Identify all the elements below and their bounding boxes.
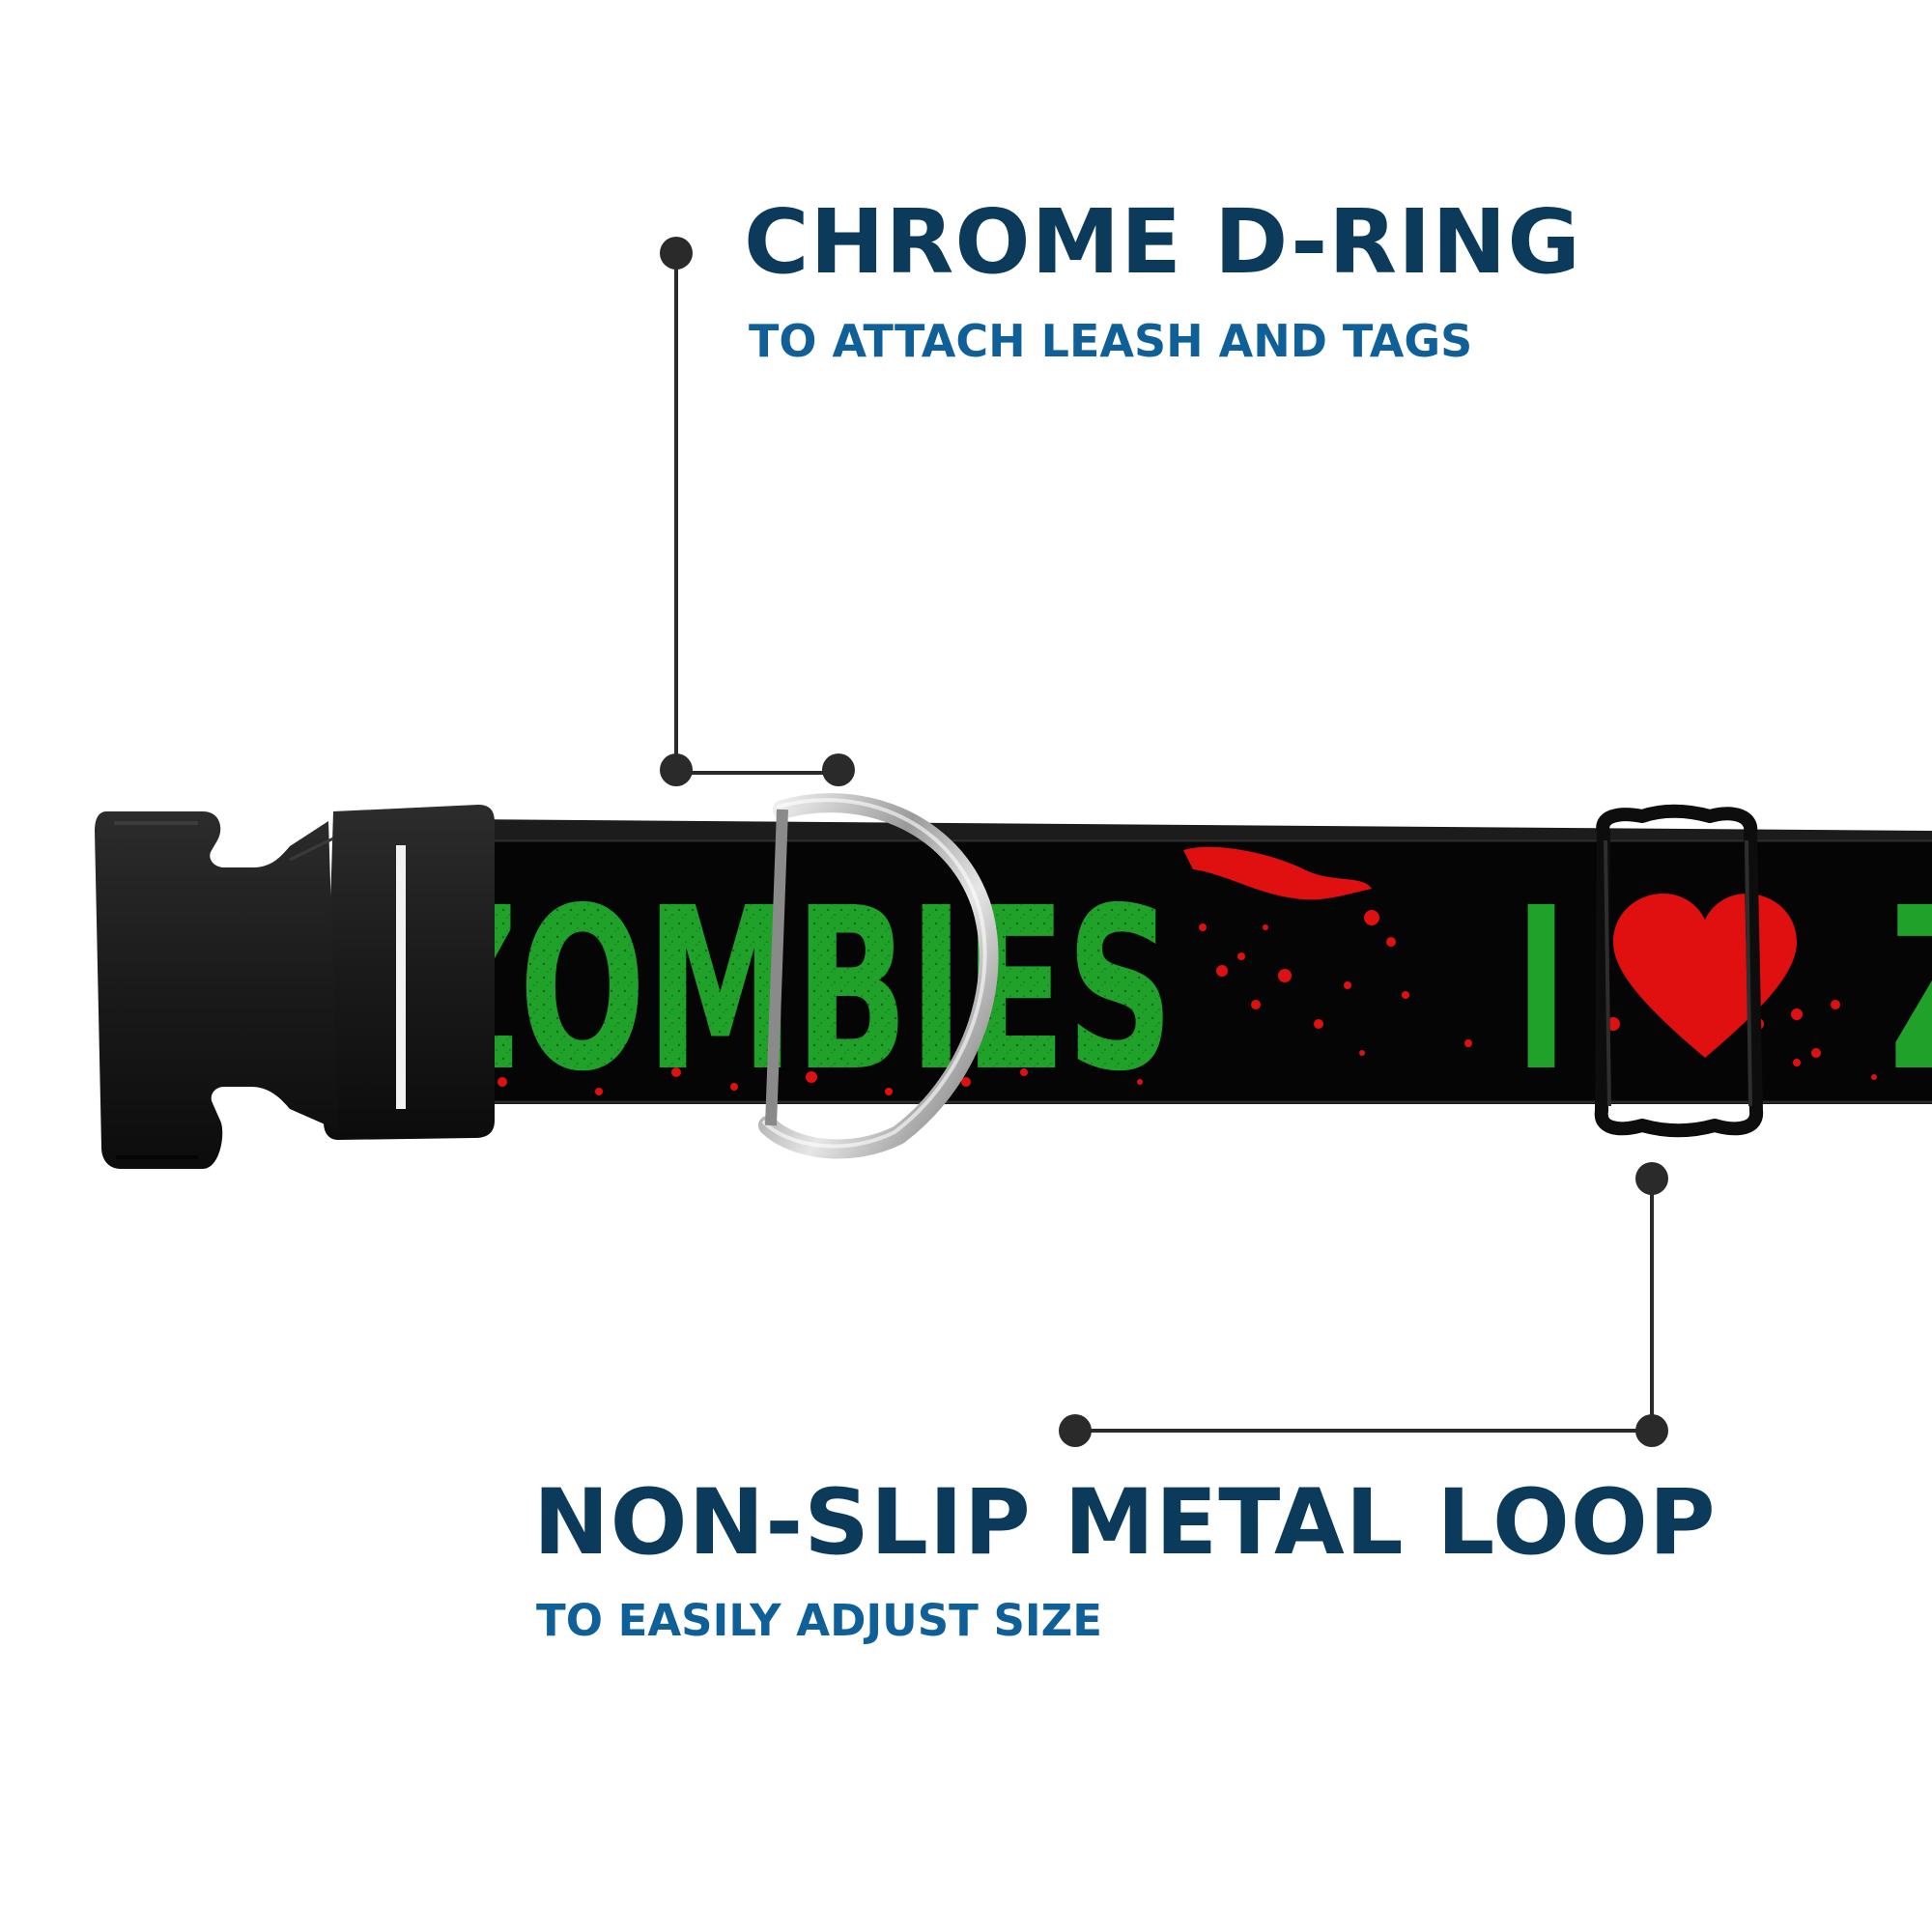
leader-dot — [1059, 1414, 1092, 1447]
loop-callout-subtitle: TO EASILY ADJUST SIZE — [536, 1595, 1103, 1646]
adjuster-loop — [1594, 804, 1764, 1138]
leader-dot — [660, 753, 693, 786]
leader-dot — [1635, 1414, 1668, 1447]
d-ring — [758, 793, 999, 1159]
blood-splatter — [458, 846, 1877, 1095]
d-ring-callout-title: CHROME D-RING — [744, 190, 1581, 294]
collar-print-word-texture: ZOMBIES — [411, 860, 1174, 1121]
leader-dot — [660, 237, 693, 270]
side-release-buckle — [95, 805, 495, 1169]
collar-print-letter: I — [1515, 860, 1568, 1121]
leader-dot — [822, 753, 855, 786]
loop-callout-title: NON-SLIP METAL LOOP — [533, 1470, 1717, 1576]
dring-leader — [660, 237, 855, 786]
collar-print-word: ZOMBIES — [411, 860, 1174, 1121]
loop-leader — [1059, 1162, 1668, 1447]
d-ring-callout-subtitle: TO ATTACH LEASH AND TAGS — [749, 315, 1473, 367]
leader-dot — [1635, 1162, 1668, 1195]
collar-strap: ZOMBIES ZOMBIES I Z — [396, 819, 1932, 1121]
collar-print-trailing: Z — [1889, 860, 1932, 1121]
